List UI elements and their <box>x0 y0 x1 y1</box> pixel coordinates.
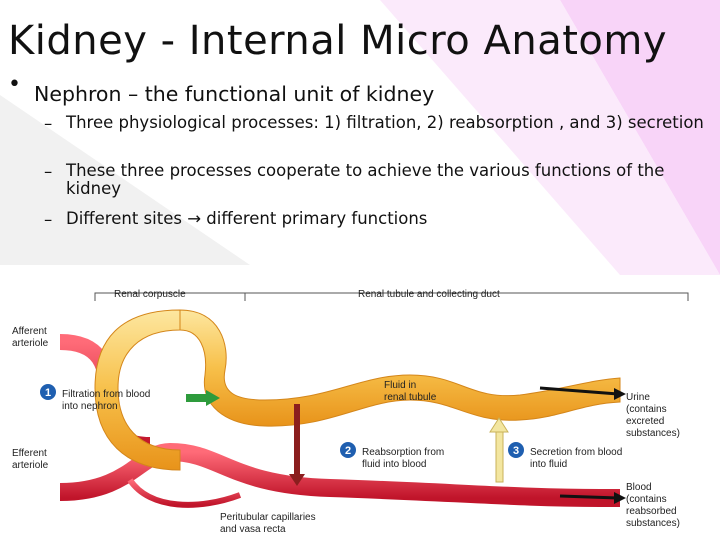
dash-marker: – <box>44 210 53 229</box>
step-3-text-2: into fluid <box>530 459 567 470</box>
sub-bullet-1: Three physiological processes: 1) filtra… <box>66 113 704 132</box>
nephron-diagram: Renal corpuscle Renal tubule and collect… <box>12 289 689 535</box>
blood-label-3: reabsorbed <box>626 506 677 517</box>
fluid-label-2: renal tubule <box>384 392 437 403</box>
bowmans-capsule <box>94 309 181 471</box>
header-renal-tubule: Renal tubule and collecting duct <box>358 289 500 300</box>
step-3-badge <box>508 442 524 458</box>
blood-label-4: substances) <box>626 518 680 529</box>
renal-tubule <box>179 309 621 427</box>
step-1-badge <box>40 384 56 400</box>
sub-bullet-3: Different sites → different primary func… <box>66 209 428 228</box>
urine-label-4: substances) <box>626 428 680 439</box>
dash-marker: – <box>44 114 53 133</box>
urine-arrow <box>539 386 619 396</box>
step-3-text-1: Secretion from blood <box>530 447 622 458</box>
step-1-text-2: into nephron <box>62 401 118 412</box>
peritubular-capillary <box>127 478 242 508</box>
step-2-number: 2 <box>345 445 351 457</box>
urine-label-3: excreted <box>626 416 664 427</box>
efferent-label-1: Efferent <box>12 448 47 459</box>
bullet-dot: • <box>8 72 21 97</box>
afferent-label-1: Afferent <box>12 326 47 337</box>
header-renal-corpuscle: Renal corpuscle <box>114 289 186 300</box>
reabsorption-arrow <box>289 404 305 486</box>
step-2-text-1: Reabsorption from <box>362 447 444 458</box>
bullet-main: Nephron – the functional unit of kidney <box>34 82 435 106</box>
blood-label-2: (contains <box>626 494 667 505</box>
afferent-label-2: arteriole <box>12 338 49 349</box>
secretion-arrow <box>489 417 509 483</box>
blood-label-1: Blood <box>626 482 652 493</box>
header-brackets <box>94 292 689 301</box>
step-1-text-1: Filtration from blood <box>62 389 150 400</box>
slide-title: Kidney - Internal Micro Anatomy <box>8 18 667 64</box>
urine-label-2: (contains <box>626 404 667 415</box>
capillaries-label-2: and vasa recta <box>220 524 286 535</box>
blood-vessel <box>59 442 620 507</box>
capillaries-label-1: Peritubular capillaries <box>220 512 316 523</box>
urine-label-1: Urine <box>626 392 650 403</box>
step-1-number: 1 <box>45 387 51 399</box>
dash-marker: – <box>44 162 53 181</box>
efferent-label-2: arteriole <box>12 460 49 471</box>
fluid-label-1: Fluid in <box>384 380 416 391</box>
blood-arrow <box>559 494 619 500</box>
step-3-number: 3 <box>513 445 519 457</box>
filtration-arrow <box>186 390 220 406</box>
sub-bullet-2: These three processes cooperate to achie… <box>66 161 665 198</box>
step-2-text-2: fluid into blood <box>362 459 427 470</box>
step-2-badge <box>340 442 356 458</box>
